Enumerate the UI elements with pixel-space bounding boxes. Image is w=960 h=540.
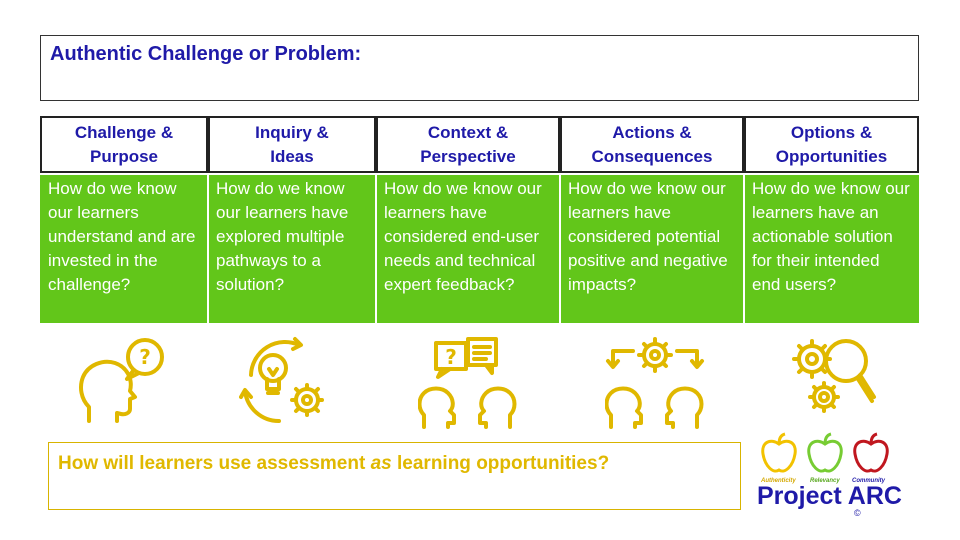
column-header-label: Options & Opportunities bbox=[775, 122, 888, 166]
column-divider bbox=[207, 175, 209, 323]
two-heads-gear-arrows-icon bbox=[605, 337, 704, 429]
column-inquiry-ideas: Inquiry & Ideas How do we know our learn… bbox=[208, 116, 376, 323]
assessment-text-emphasis: as bbox=[370, 453, 392, 474]
assessment-text-end: learning opportunities? bbox=[391, 453, 610, 474]
column-question: How do we know our learners understand a… bbox=[40, 175, 208, 323]
head-question-icon: ? bbox=[79, 338, 164, 423]
phase-grid: Challenge & Purpose How do we know our l… bbox=[40, 116, 919, 323]
lightbulb-gears-icon bbox=[239, 337, 324, 424]
column-header-label: Context & Perspective bbox=[420, 122, 516, 166]
assessment-box: How will learners use assessment as lear… bbox=[48, 442, 741, 510]
column-header: Actions & Consequences bbox=[560, 116, 744, 173]
column-divider bbox=[375, 175, 377, 323]
gears-magnifier-icon bbox=[792, 339, 876, 413]
challenge-box: Authentic Challenge or Problem: bbox=[40, 35, 919, 101]
svg-text:?: ? bbox=[445, 345, 457, 369]
logo-tag-community: Community bbox=[852, 478, 885, 484]
logo-title: Project ARC bbox=[757, 482, 902, 510]
challenge-title: Authentic Challenge or Problem: bbox=[50, 43, 362, 65]
column-header: Inquiry & Ideas bbox=[208, 116, 376, 173]
logo-copyright: © bbox=[854, 508, 861, 518]
svg-text:?: ? bbox=[139, 345, 151, 369]
icon-row: ? ? bbox=[40, 335, 920, 430]
column-header: Context & Perspective bbox=[376, 116, 560, 173]
column-header: Options & Opportunities bbox=[744, 116, 919, 173]
column-options-opportunities: Options & Opportunities How do we know o… bbox=[744, 116, 919, 323]
project-arc-logo: Authenticity Relevancy Community Project… bbox=[757, 432, 902, 522]
column-divider bbox=[559, 175, 561, 323]
column-header: Challenge & Purpose bbox=[40, 116, 208, 173]
column-challenge-purpose: Challenge & Purpose How do we know our l… bbox=[40, 116, 208, 323]
column-question: How do we know our learners have conside… bbox=[376, 175, 560, 323]
logo-tag-relevancy: Relevancy bbox=[810, 478, 840, 484]
column-question: How do we know our learners have conside… bbox=[560, 175, 744, 323]
column-question: How do we know our learners have explore… bbox=[208, 175, 376, 323]
logo-tag-authenticity: Authenticity bbox=[761, 478, 796, 484]
two-heads-speech-icon: ? bbox=[418, 337, 517, 429]
column-header-label: Inquiry & Ideas bbox=[255, 122, 329, 166]
column-question: How do we know our learners have an acti… bbox=[744, 175, 919, 323]
apples-icon bbox=[761, 432, 889, 473]
column-divider bbox=[743, 175, 745, 323]
column-header-label: Challenge & Purpose bbox=[74, 122, 174, 166]
column-header-label: Actions & Consequences bbox=[591, 122, 713, 166]
assessment-question: How will learners use assessment as lear… bbox=[58, 453, 609, 475]
column-context-perspective: Context & Perspective How do we know our… bbox=[376, 116, 560, 323]
column-actions-consequences: Actions & Consequences How do we know ou… bbox=[560, 116, 744, 323]
assessment-text-start: How will learners use assessment bbox=[58, 453, 371, 474]
